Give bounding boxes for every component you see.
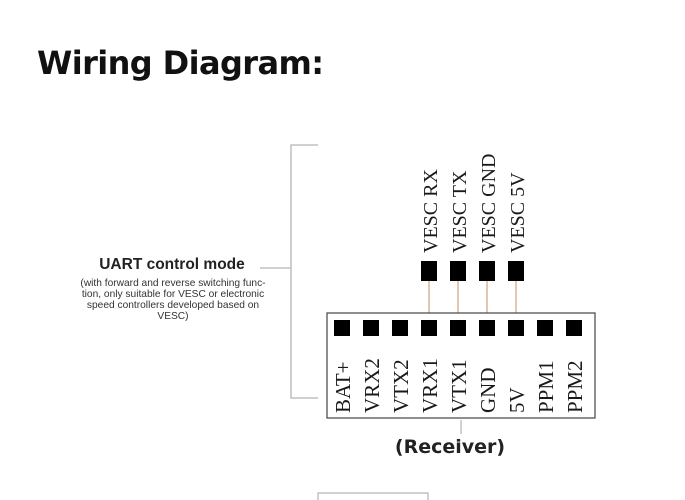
uart-bracket [260,144,318,399]
receiver-pin-label-vtx2: VTX2 [389,359,413,413]
vesc-label-vesc-5v: VESC 5V [507,172,529,253]
receiver-pin-vtx2 [392,320,408,336]
receiver-pin-ppm2 [566,320,582,336]
vesc-label-vesc-tx: VESC TX [449,170,471,253]
vesc-label-vesc-rx: VESC RX [420,169,442,253]
receiver-pin-5v [508,320,524,336]
next-section-stub [317,420,462,500]
receiver-pin-label-vrx1: VRX1 [418,358,442,413]
receiver-pin-label-gnd: GND [476,368,500,414]
vesc-pin-vesc-gnd [479,261,495,281]
receiver-pin-label-vrx2: VRX2 [360,358,384,413]
receiver-pin-bat [334,320,350,336]
uart-mode-description: (with forward and reverse switching func… [60,278,286,322]
vesc-pin-vesc-rx [421,261,437,281]
page-title: Wiring Diagram: [37,44,324,82]
vesc-label-vesc-gnd: VESC GND [478,154,500,253]
receiver-pin-vtx1 [450,320,466,336]
vesc-pin-group: VESC RX VESC TX VESC GND VESC 5V [420,154,529,281]
receiver-label: (Receiver) [394,436,506,458]
receiver-pin-vrx2 [363,320,379,336]
receiver-pin-label-ppm1: PPM1 [534,360,558,413]
receiver-pin-gnd [479,320,495,336]
uart-mode-title: UART control mode [99,256,245,273]
receiver-pin-label-5v: 5V [505,387,529,413]
next-bracket-line [317,492,429,500]
bracket-line [290,144,318,399]
uart-desc-line-2: tion, only suitable for VESC or electron… [81,289,265,300]
uart-desc-line-4: VESC) [157,311,189,322]
uart-desc-line-1: (with forward and reverse switching func… [80,278,266,289]
receiver-pin-ppm1 [537,320,553,336]
receiver-pin-label-vtx1: VTX1 [447,359,471,413]
vesc-pin-vesc-tx [450,261,466,281]
receiver-pin-vrx1 [421,320,437,336]
receiver-pin-label-bat: BAT+ [331,361,355,413]
vesc-pin-vesc-5v [508,261,524,281]
uart-desc-line-3: speed controllers developed based on [86,300,260,311]
receiver-pin-label-ppm2: PPM2 [563,360,587,413]
